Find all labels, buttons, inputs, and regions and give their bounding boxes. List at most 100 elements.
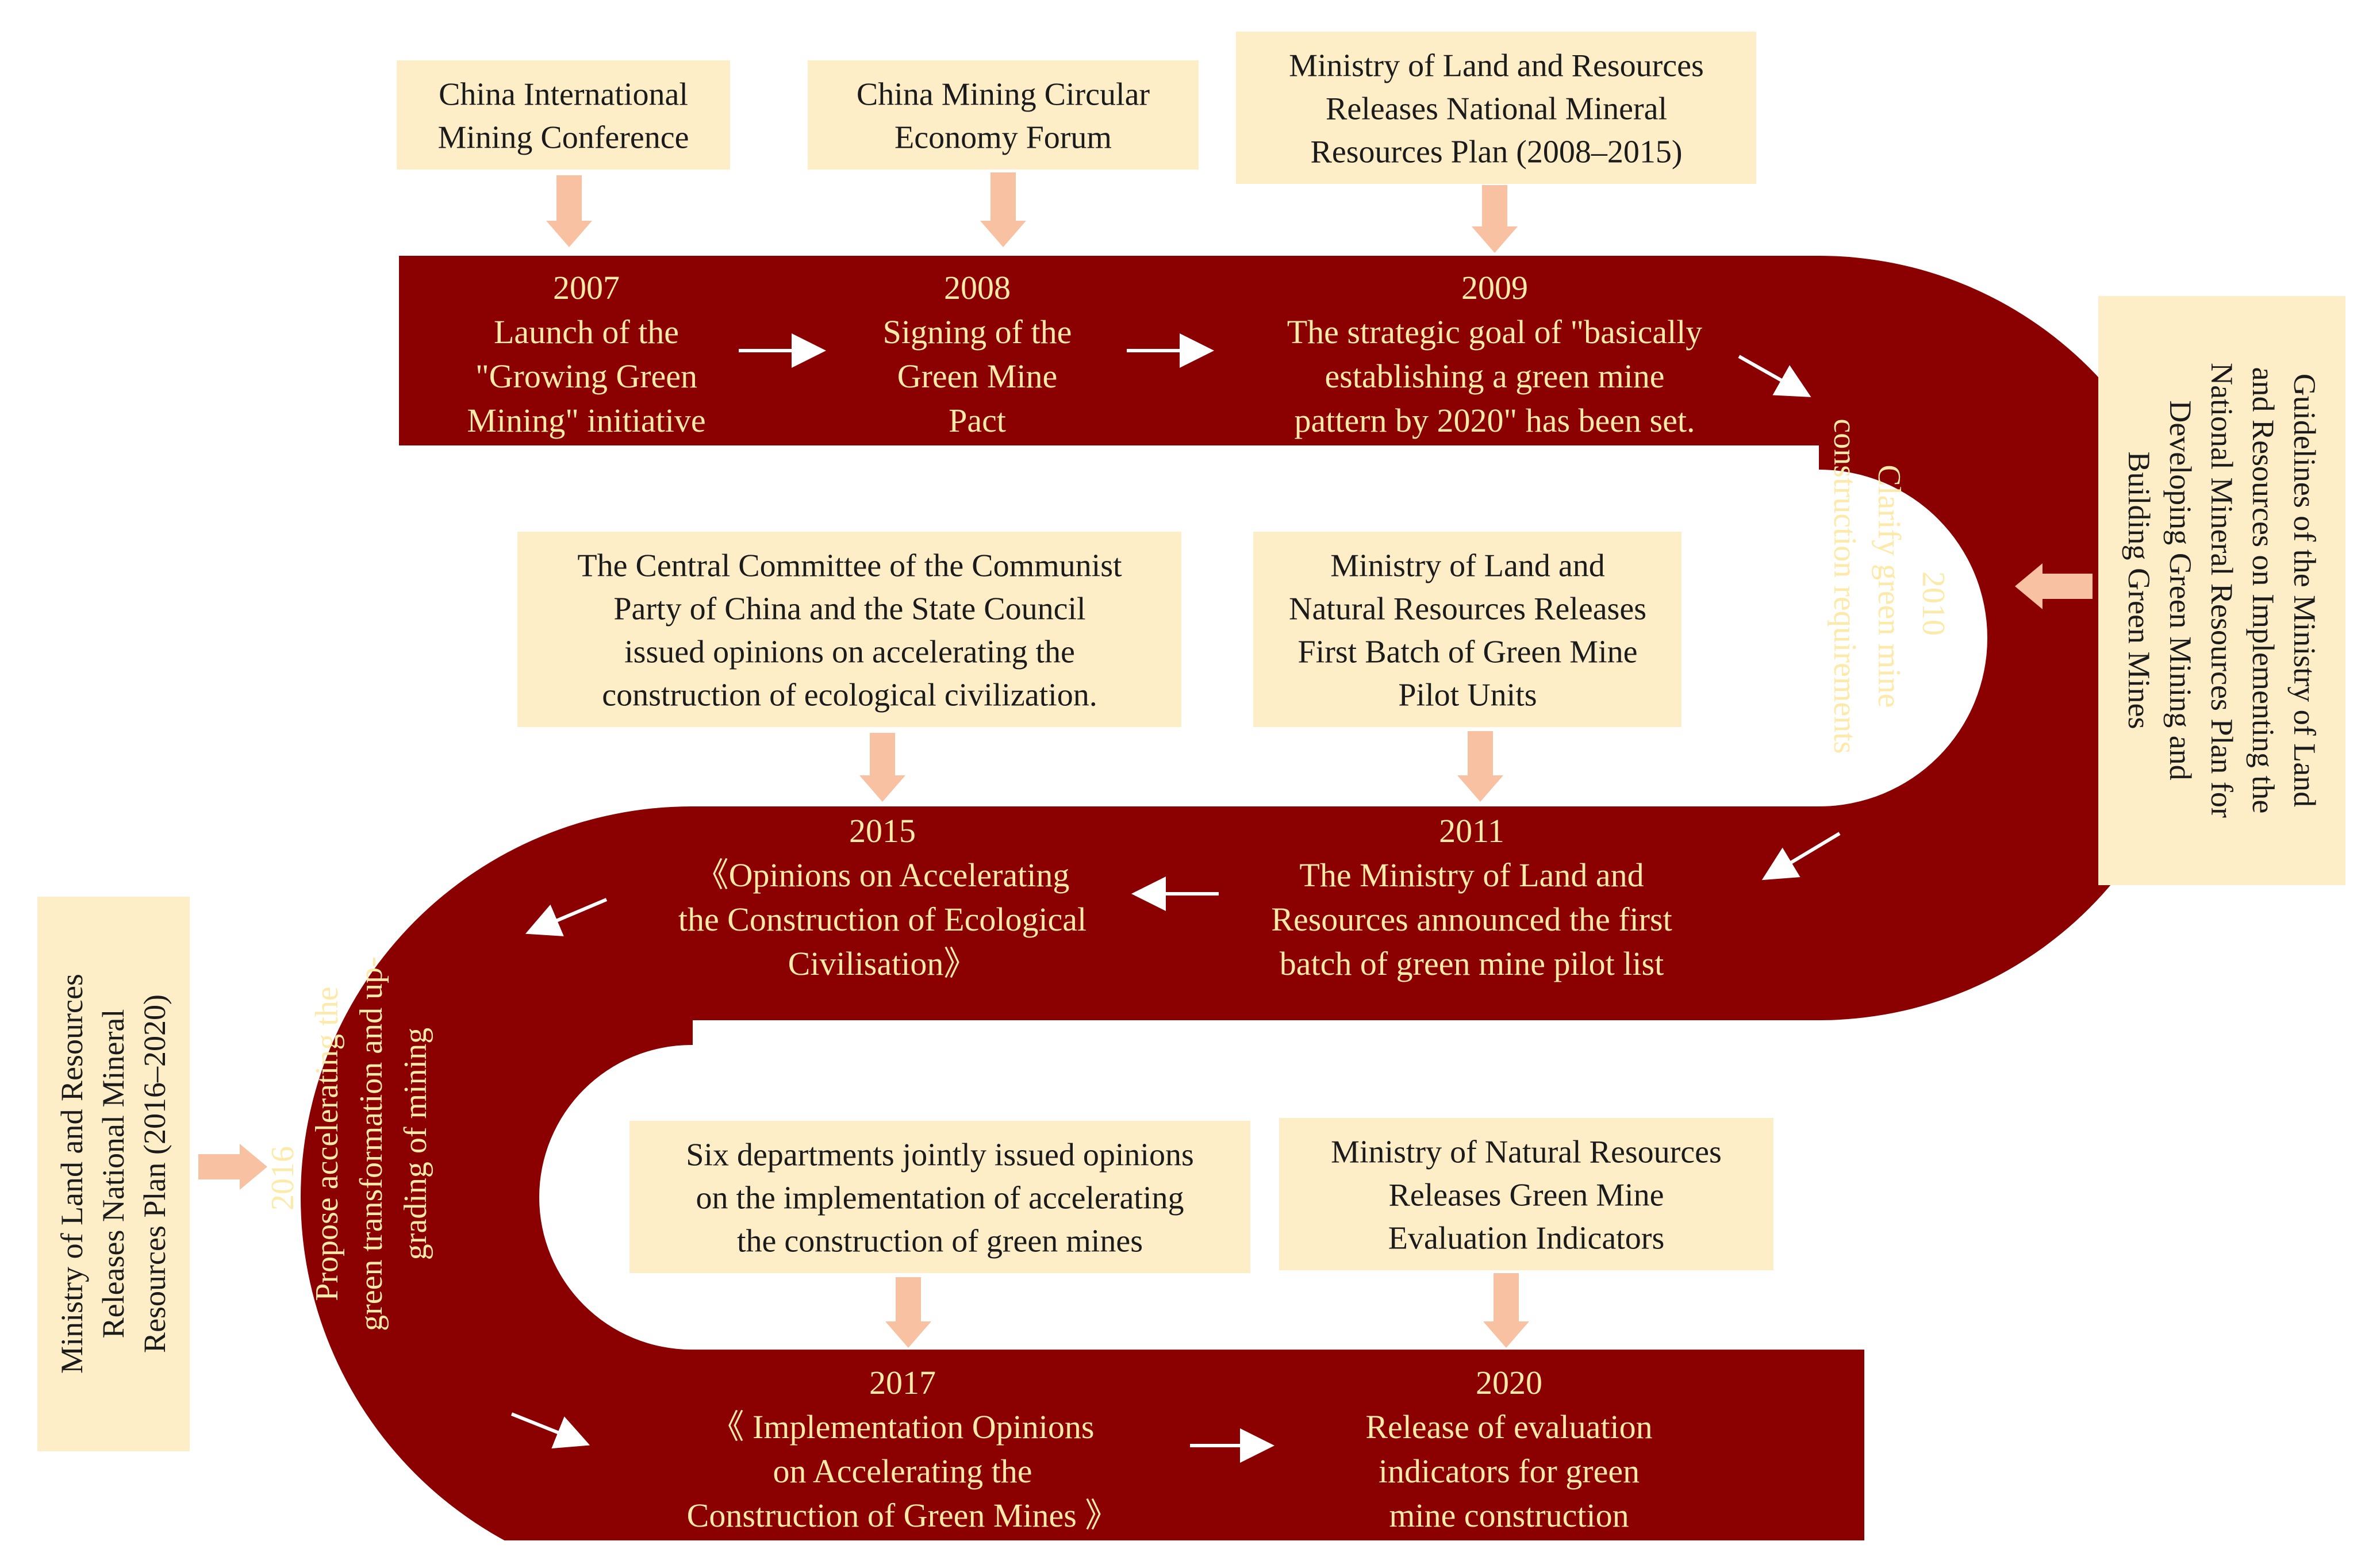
timeline-text-line: mine construction xyxy=(1389,1497,1629,1534)
band-row-2 xyxy=(692,806,1819,1020)
down-arrow-icon xyxy=(1472,185,1518,253)
timeline-text-line: Construction of Green Mines 》 xyxy=(687,1497,1119,1534)
side-callout-bg xyxy=(2098,296,2345,885)
timeline-text-line: Green Mine xyxy=(897,358,1058,395)
callout-box-6: Six departments jointly issued opinions o… xyxy=(629,1121,1250,1348)
timeline-year: 2009 xyxy=(1461,269,1528,306)
down-arrow-icon xyxy=(980,172,1026,247)
timeline-year: 2007 xyxy=(553,269,620,306)
callout-box-bg xyxy=(1253,532,1682,727)
callout-text-line: Resources Plan (2008–2015) xyxy=(1310,134,1682,170)
callout-text-line: Economy Forum xyxy=(895,120,1112,156)
band-row-1 xyxy=(399,256,1819,445)
timeline-text-line: green transformation and up- xyxy=(354,956,389,1331)
callout-text-line: Evaluation Indicators xyxy=(1388,1221,1665,1256)
timeline-text-line: Resources announced the first xyxy=(1271,901,1672,938)
callout-text-line: the construction of green mines xyxy=(737,1224,1143,1259)
band-turn-left xyxy=(301,806,692,1568)
callout-box-bg xyxy=(808,60,1199,170)
callout-text-line: Natural Resources Releases xyxy=(1289,591,1646,627)
side-callout-text-line: Building Green Mines xyxy=(2122,452,2156,729)
callout-text-line: China Mining Circular xyxy=(857,77,1150,113)
timeline-text-line: Civilisation》 xyxy=(788,945,977,982)
callout-text-line: issued opinions on accelerating the xyxy=(624,635,1075,670)
left-arrow-icon xyxy=(2015,563,2093,609)
timeline-text-line: 《 Implementation Opinions xyxy=(711,1408,1095,1446)
side-callout-text-line: Resources Plan (2016–2020) xyxy=(137,994,172,1353)
flow-arrow-2010-2011 xyxy=(1761,832,1841,881)
callout-box-bg xyxy=(1236,32,1756,184)
timeline-text-line: Signing of the xyxy=(883,313,1072,351)
down-arrow-icon xyxy=(1457,731,1503,802)
side-callout-bg xyxy=(37,897,190,1451)
timeline-text-line: Launch of the xyxy=(494,313,679,351)
timeline-text-line: 《Opinions on Accelerating xyxy=(696,856,1070,894)
callout-text-line: Six departments jointly issued opinions xyxy=(686,1137,1194,1173)
band-row-3 xyxy=(692,1350,1864,1540)
callout-text-line: Releases Green Mine xyxy=(1389,1178,1664,1213)
side-callout-text-line: Developing Green Mining and xyxy=(2163,400,2198,780)
timeline-text-line: the Construction of Ecological xyxy=(678,901,1087,938)
down-arrow-icon xyxy=(546,175,592,247)
flow-arrows xyxy=(510,333,1841,1463)
callout-text-line: construction of ecological civilization. xyxy=(602,678,1097,713)
timeline-text-line: indicators for green xyxy=(1379,1452,1640,1490)
timeline-text-line: construction requirements xyxy=(1827,418,1863,754)
timeline-year: 2016 xyxy=(265,1146,301,1210)
callout-text-line: Party of China and the State Council xyxy=(613,591,1085,627)
side-callout-text-line: Ministry of Land and Resources xyxy=(55,974,89,1374)
callout-box-4: The Central Committee of the CommunistPa… xyxy=(517,532,1181,802)
timeline-year: 2008 xyxy=(944,269,1011,306)
flow-arrow-2016-2017 xyxy=(510,1412,590,1449)
side-callout-text-line: Guidelines of the Ministry of Land xyxy=(2287,374,2322,807)
callout-text-line: China International xyxy=(439,77,688,113)
callout-text-line: Ministry of Land and xyxy=(1330,548,1604,584)
flow-arrow-2015-2016 xyxy=(525,898,608,936)
timeline-year: 2020 xyxy=(1476,1364,1542,1401)
down-arrow-icon xyxy=(1483,1273,1529,1348)
timeline-text-line: grading of mining xyxy=(398,1028,433,1260)
callout-text-line: on the implementation of accelerating xyxy=(696,1181,1184,1216)
callout-text: The Central Committee of the CommunistPa… xyxy=(577,548,1122,713)
callout-text-line: Ministry of Land and Resources xyxy=(1289,48,1704,84)
timeline-text-line: Clarify green mine xyxy=(1871,465,1907,708)
serpentine-band xyxy=(230,256,2201,1568)
side-callout-text-line: Releases National Mineral xyxy=(96,1009,130,1339)
timeline-text-line: The Ministry of Land and xyxy=(1299,856,1644,894)
callout-text-line: The Central Committee of the Communist xyxy=(577,548,1122,584)
callout-box-bg xyxy=(517,532,1181,727)
callout-box-bg xyxy=(1279,1118,1773,1270)
timeline-year: 2011 xyxy=(1439,812,1504,850)
callout-text-line: Releases National Mineral xyxy=(1326,91,1667,127)
callout-text-line: Mining Conference xyxy=(438,120,689,156)
flow-arrow-2009-2010 xyxy=(1738,355,1811,397)
